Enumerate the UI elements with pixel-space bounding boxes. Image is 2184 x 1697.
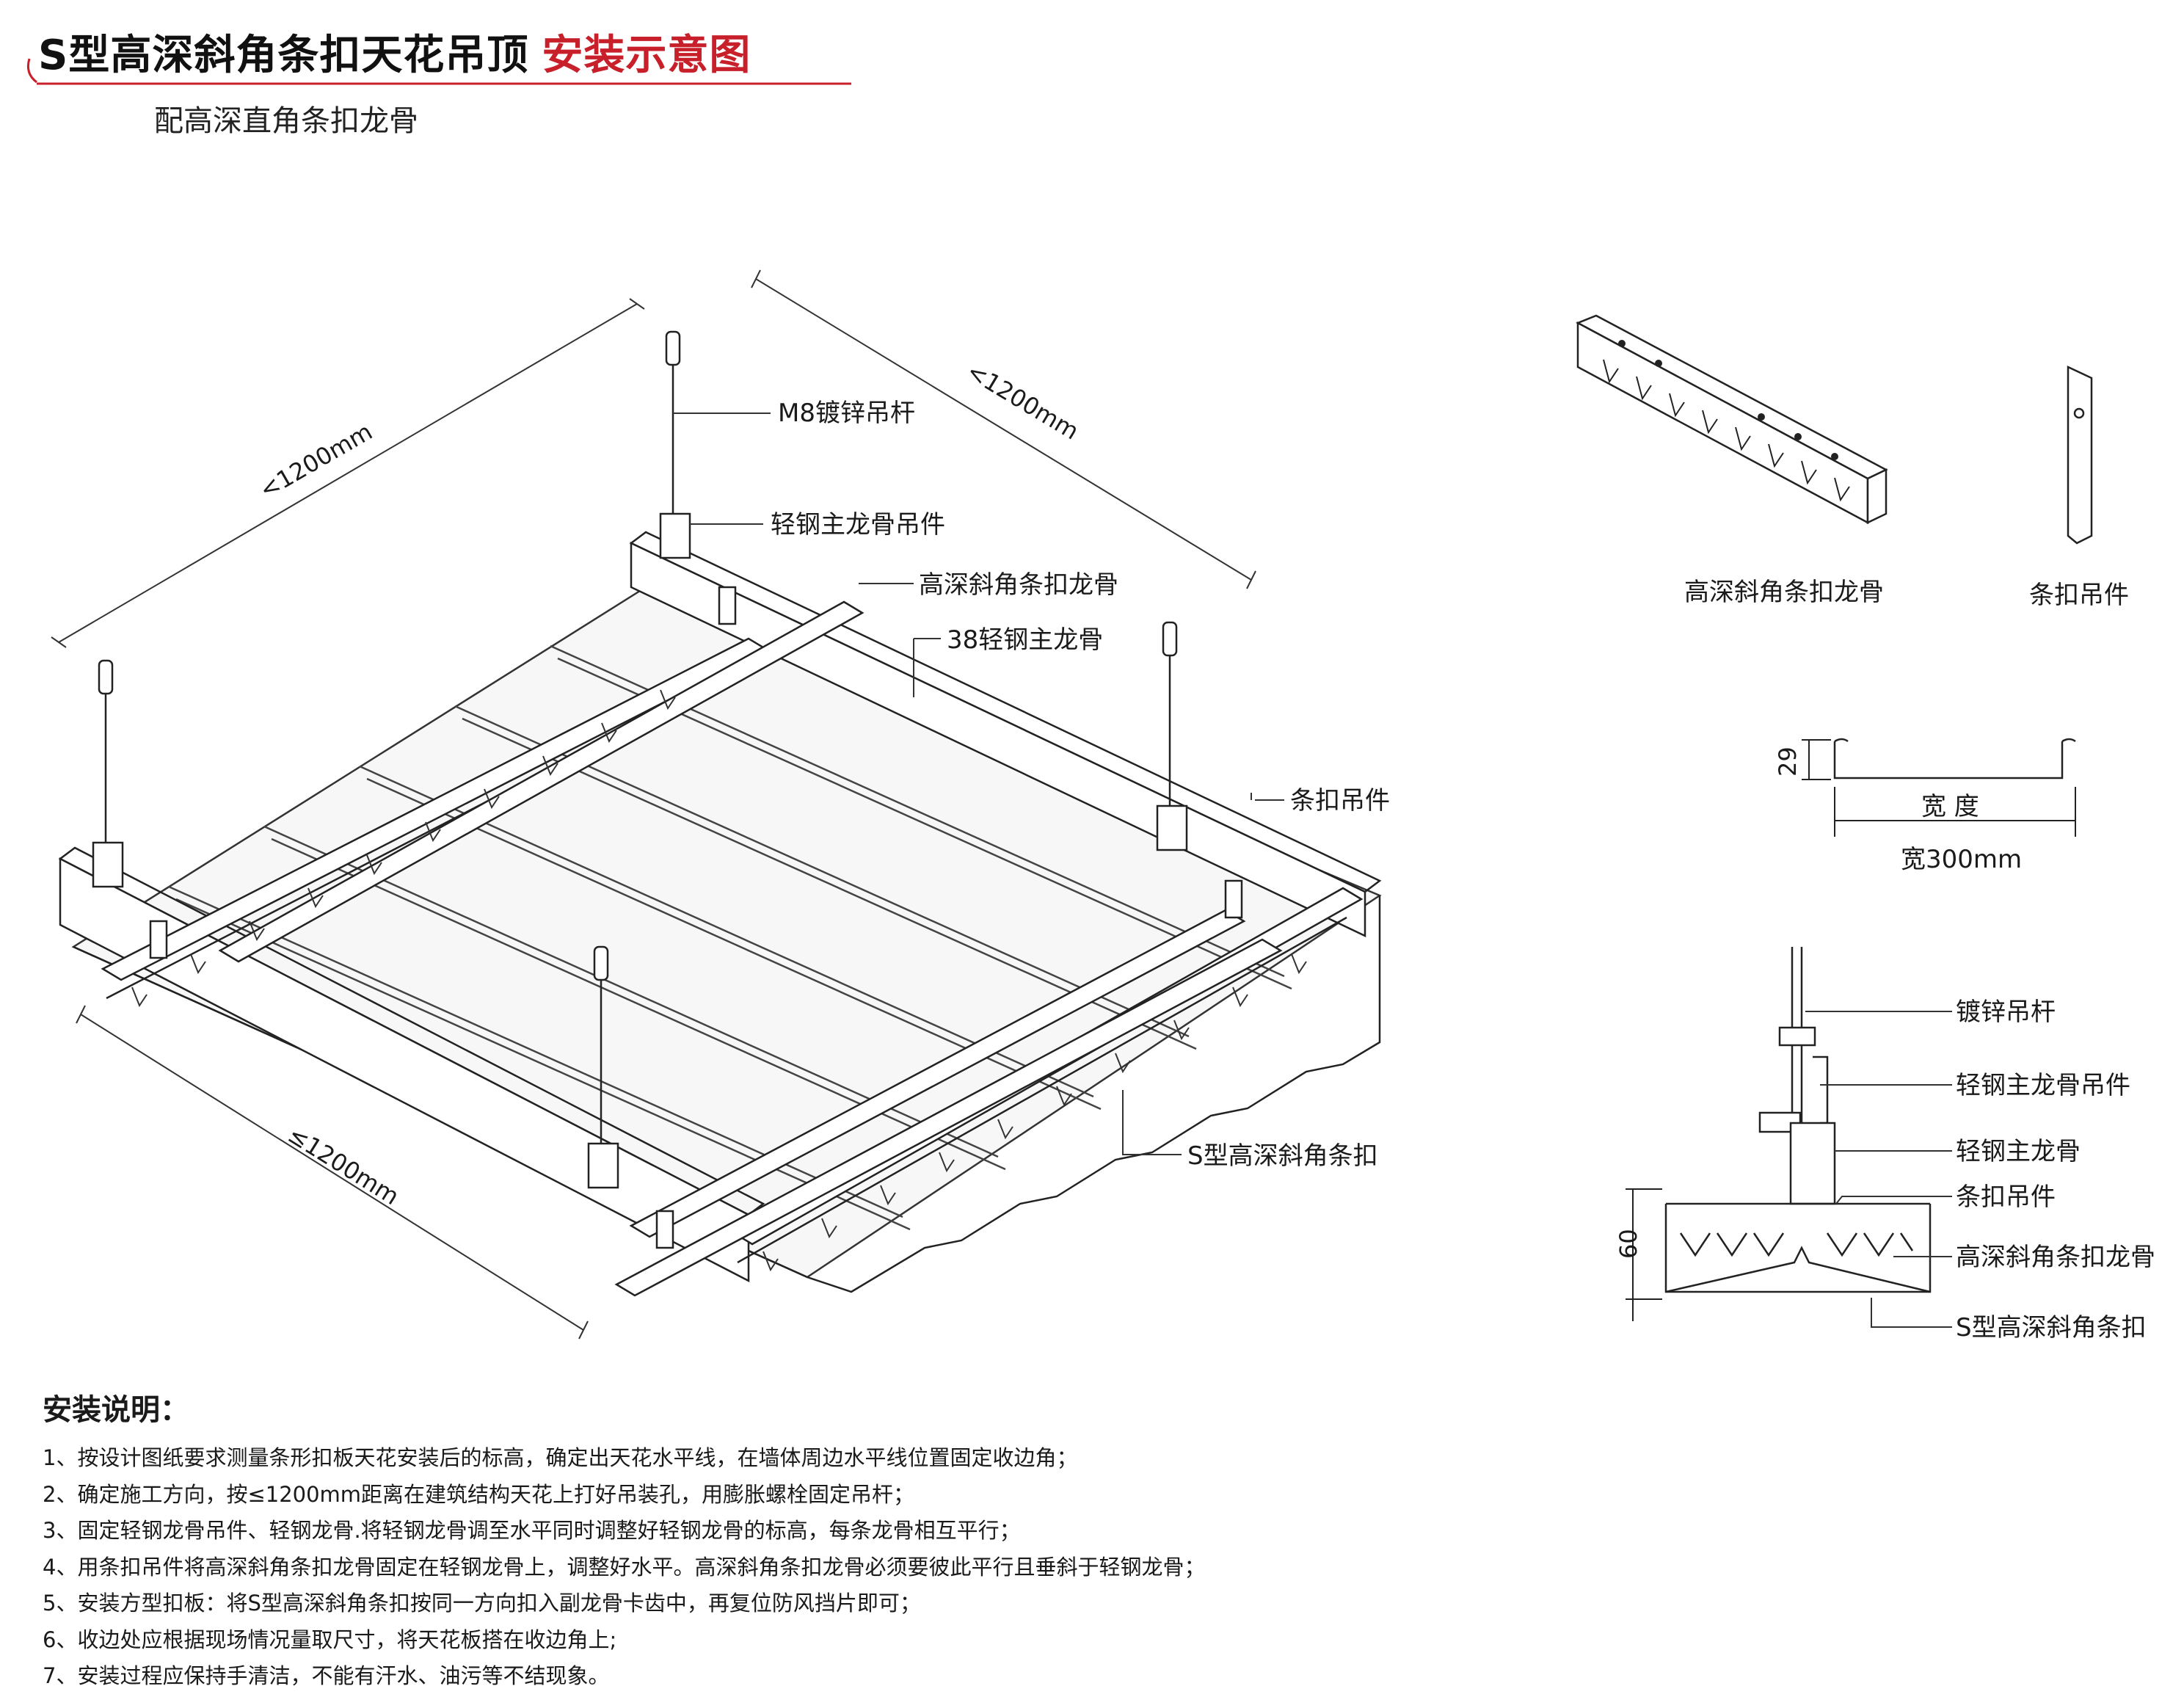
panel-front-edge [73, 895, 1381, 1293]
section-label-rod: 镀锌吊杆 [1956, 998, 2056, 1027]
profile-width-label: 宽 度 [1921, 792, 1979, 821]
profile-height-label: 29 [1774, 746, 1802, 777]
section-height-label: 60 [1615, 1229, 1642, 1259]
dim-line-right [755, 278, 1252, 581]
dim-line-left [58, 303, 638, 643]
label-rod: M8镀锌吊杆 [778, 399, 915, 428]
label-strip-hanger: 条扣吊件 [1290, 786, 1390, 815]
dim-bottom-label: ≤1200mm [283, 1121, 404, 1211]
label-main-keel: 38轻钢主龙骨 [947, 625, 1103, 655]
note-item: 6、收边处应根据现场情况量取尺寸，将天花板搭在收边角上; [43, 1627, 617, 1652]
profile-width-value: 宽300mm [1901, 845, 2022, 874]
dim-right-label: <1200mm [962, 357, 1084, 445]
page-title: S型高深斜角条扣天花吊顶 [38, 32, 529, 79]
strip-keels [101, 600, 1364, 1297]
title-block: S型高深斜角条扣天花吊顶安装示意图 [38, 22, 751, 81]
keel-teeth [131, 689, 1307, 1272]
section-label-strip-hanger: 条扣吊件 [1956, 1182, 2056, 1212]
section-label-main-hanger: 轻钢主龙骨吊件 [1956, 1071, 2130, 1100]
label-panel: S型高深斜角条扣 [1187, 1141, 1378, 1171]
section-label-keel: 高深斜角条扣龙骨 [1956, 1243, 2155, 1272]
note-item: 1、按设计图纸要求测量条形扣板天花安装后的标高，确定出天花水平线，在墙体周边水平… [43, 1445, 1078, 1470]
section-leader-lines [1805, 1011, 1952, 1328]
installation-notes: 安装说明： 1、按设计图纸要求测量条形扣板天花安装后的标高，确定出天花水平线，在… [43, 1386, 2097, 1695]
part-hanger-caption: 条扣吊件 [2029, 581, 2129, 610]
page-title-highlight: 安装示意图 [542, 32, 751, 79]
section-label-main-keel: 轻钢主龙骨 [1956, 1137, 2081, 1166]
dim-line-bottom [80, 1014, 584, 1331]
iso-assembly [58, 330, 1382, 1297]
part-keel-caption: 高深斜角条扣龙骨 [1684, 578, 1884, 607]
section-label-panel: S型高深斜角条扣 [1956, 1313, 2147, 1342]
main-hangers [92, 512, 1243, 1249]
profile-drawing [1802, 738, 2076, 837]
note-item: 4、用条扣吊件将高深斜角条扣龙骨固定在轻钢龙骨上，调整好水平。高深斜角条扣龙骨必… [43, 1554, 1206, 1580]
part-keel-drawing [1576, 314, 1888, 525]
title-underline [26, 58, 37, 84]
page-subtitle: 配高深直角条扣龙骨 [154, 104, 418, 138]
note-item: 7、安装过程应保持手清洁，不能有汗水、油污等不结现象。 [43, 1663, 610, 1688]
hanger-rods [98, 330, 1178, 1145]
part-hanger-drawing [2067, 366, 2093, 545]
note-item: 2、确定施工方向，按≤1200mm距离在建筑结构天花上打好吊装孔，用膨胀螺栓固定… [43, 1481, 915, 1507]
main-keel-front [58, 846, 765, 1283]
note-item: 3、固定轻钢龙骨吊件、轻钢龙骨.将轻钢龙骨调至水平同时调整好轻钢龙骨的标高，每条… [43, 1518, 1021, 1543]
label-keel: 高深斜角条扣龙骨 [919, 570, 1118, 600]
label-main-hanger: 轻钢主龙骨吊件 [771, 510, 945, 539]
notes-heading: 安装说明： [43, 1393, 189, 1427]
section-drawing [1626, 947, 1932, 1321]
leader-lines [673, 413, 1284, 1155]
dimension-lines [51, 269, 1256, 1340]
note-item: 5、安装方型扣板：将S型高深斜角条扣按同一方向扣入副龙骨卡齿中，再复位防风挡片即… [43, 1591, 921, 1616]
